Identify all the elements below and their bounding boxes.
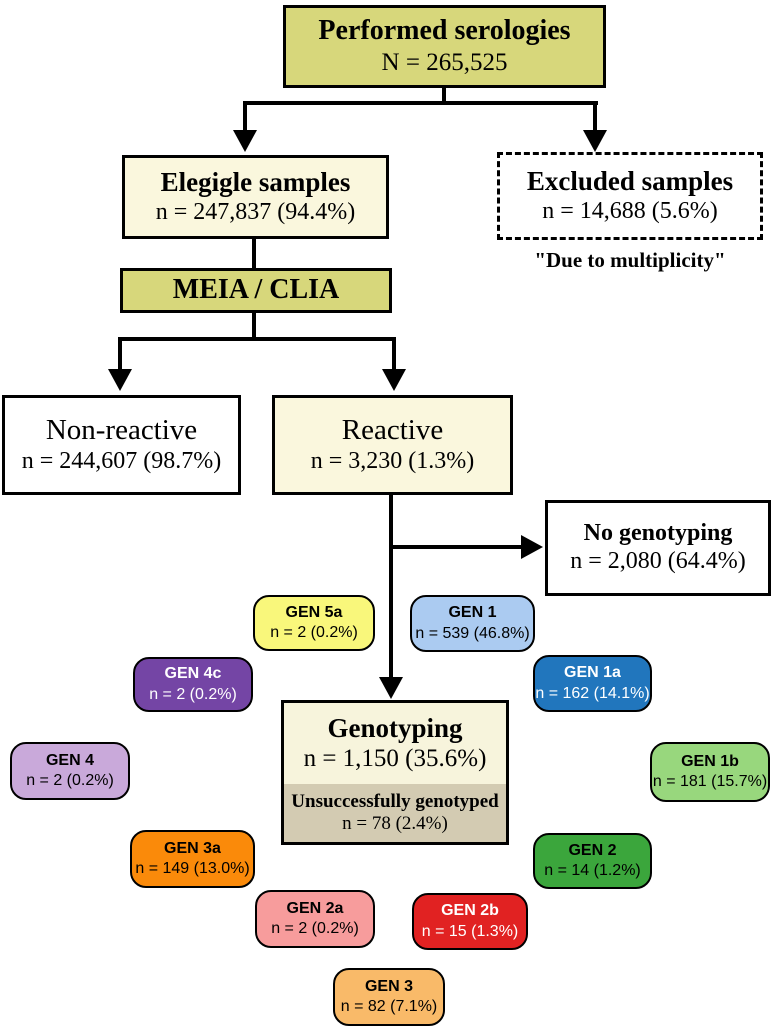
connector-reactive-genotyping xyxy=(389,495,393,678)
genotype-label: GEN 1 xyxy=(448,604,497,622)
connector-no-genotyping-branch xyxy=(389,545,521,549)
genotype-count: n = 15 (1.3%) xyxy=(421,922,519,940)
connector-nonreactive-drop xyxy=(118,337,122,369)
assay-box: MEIA / CLIA xyxy=(120,268,392,313)
arrow-to-eligible-icon xyxy=(233,130,257,152)
eligible-samples-box: Elegigle samples n = 247,837 (94.4%) xyxy=(122,155,389,239)
excluded-reason-note: "Due to multiplicity" xyxy=(534,248,726,272)
genotype-box-gen-1b: GEN 1b n = 181 (15.7%) xyxy=(650,742,770,802)
connector-performed-stem xyxy=(442,88,446,104)
genotyping-section: Genotyping n = 1,150 (35.6%) xyxy=(284,703,506,784)
genotype-label: GEN 2a xyxy=(286,899,344,917)
genotype-count: n = 14 (1.2%) xyxy=(544,862,641,880)
performed-serologies-box: Performed serologies N = 265,525 xyxy=(283,5,606,88)
arrow-to-no-genotyping-icon xyxy=(521,535,543,559)
genotype-box-gen-2: GEN 2 n = 14 (1.2%) xyxy=(533,833,652,889)
genotype-box-gen-3: GEN 3 n = 82 (7.1%) xyxy=(333,968,445,1026)
performed-serologies-count: N = 265,525 xyxy=(381,48,508,76)
genotype-label: GEN 2 xyxy=(568,841,617,859)
connector-assay-crossbar xyxy=(118,337,396,341)
arrow-to-reactive-icon xyxy=(382,369,406,391)
genotyping-count: n = 1,150 (35.6%) xyxy=(303,745,487,773)
no-genotyping-count: n = 2,080 (64.4%) xyxy=(570,548,746,575)
genotype-count: n = 2 (0.2%) xyxy=(149,685,237,703)
genotype-box-gen-4c: GEN 4c n = 2 (0.2%) xyxy=(133,657,253,712)
genotype-count: n = 2 (0.2%) xyxy=(271,920,359,938)
reactive-box: Reactive n = 3,230 (1.3%) xyxy=(272,395,513,495)
genotype-count: n = 162 (14.1%) xyxy=(535,684,650,702)
excluded-samples-count: n = 14,688 (5.6%) xyxy=(542,198,718,225)
connector-performed-crossbar xyxy=(243,101,598,105)
genotyping-title: Genotyping xyxy=(327,712,463,743)
unsuccessful-genotyped-count: n = 78 (2.4%) xyxy=(342,813,448,834)
genotype-count: n = 82 (7.1%) xyxy=(340,998,438,1016)
genotype-box-gen-3a: GEN 3a n = 149 (13.0%) xyxy=(130,830,255,888)
connector-reactive-drop xyxy=(392,337,396,369)
non-reactive-count: n = 244,607 (98.7%) xyxy=(21,448,222,475)
arrow-to-nonreactive-icon xyxy=(108,369,132,391)
connector-eligible-assay xyxy=(252,239,256,268)
genotype-count: n = 2 (0.2%) xyxy=(270,624,358,642)
arrow-to-genotyping-icon xyxy=(379,677,403,699)
genotype-label: GEN 4c xyxy=(164,665,222,683)
reactive-count: n = 3,230 (1.3%) xyxy=(310,448,475,475)
no-genotyping-title: No genotyping xyxy=(583,519,733,546)
genotype-count: n = 149 (13.0%) xyxy=(135,860,250,878)
genotype-count: n = 539 (46.8%) xyxy=(415,624,530,642)
no-genotyping-box: No genotyping n = 2,080 (64.4%) xyxy=(545,500,771,596)
genotype-box-gen-2b: GEN 2b n = 15 (1.3%) xyxy=(412,893,528,950)
genotype-box-gen-1a: GEN 1a n = 162 (14.1%) xyxy=(533,655,652,712)
genotype-label: GEN 3a xyxy=(164,839,221,857)
unsuccessful-genotyped-section: Unsuccessfully genotyped n = 78 (2.4%) xyxy=(284,784,506,842)
genotype-label: GEN 1b xyxy=(681,752,739,770)
assay-title: MEIA / CLIA xyxy=(172,274,340,306)
genotype-count: n = 2 (0.2%) xyxy=(26,772,114,790)
reactive-title: Reactive xyxy=(341,413,444,446)
genotype-box-gen-4: GEN 4 n = 2 (0.2%) xyxy=(10,742,130,800)
non-reactive-title: Non-reactive xyxy=(45,413,198,446)
genotype-count: n = 181 (15.7%) xyxy=(652,773,768,791)
connector-excluded-drop xyxy=(593,101,597,131)
excluded-samples-title: Excluded samples xyxy=(526,166,734,197)
eligible-samples-count: n = 247,837 (94.4%) xyxy=(155,199,356,226)
genotype-label: GEN 3 xyxy=(364,977,413,995)
genotype-label: GEN 1a xyxy=(564,664,621,682)
genotype-label: GEN 2b xyxy=(441,902,499,920)
genotype-box-gen-5a: GEN 5a n = 2 (0.2%) xyxy=(253,595,375,651)
non-reactive-box: Non-reactive n = 244,607 (98.7%) xyxy=(2,395,241,495)
genotype-box-gen-2a: GEN 2a n = 2 (0.2%) xyxy=(255,890,375,948)
genotype-box-gen-1: GEN 1 n = 539 (46.8%) xyxy=(410,595,535,652)
arrow-to-excluded-icon xyxy=(583,130,607,152)
connector-eligible-drop xyxy=(243,101,247,131)
excluded-samples-box: Excluded samples n = 14,688 (5.6%) xyxy=(497,152,763,240)
performed-serologies-title: Performed serologies xyxy=(318,15,571,47)
genotype-label: GEN 4 xyxy=(45,751,94,769)
eligible-samples-title: Elegigle samples xyxy=(160,167,351,198)
unsuccessful-genotyped-title: Unsuccessfully genotyped xyxy=(291,791,499,813)
genotype-label: GEN 5a xyxy=(285,603,343,621)
genotyping-box: Genotyping n = 1,150 (35.6%) Unsuccessfu… xyxy=(281,700,509,845)
connector-assay-stem xyxy=(252,313,256,341)
